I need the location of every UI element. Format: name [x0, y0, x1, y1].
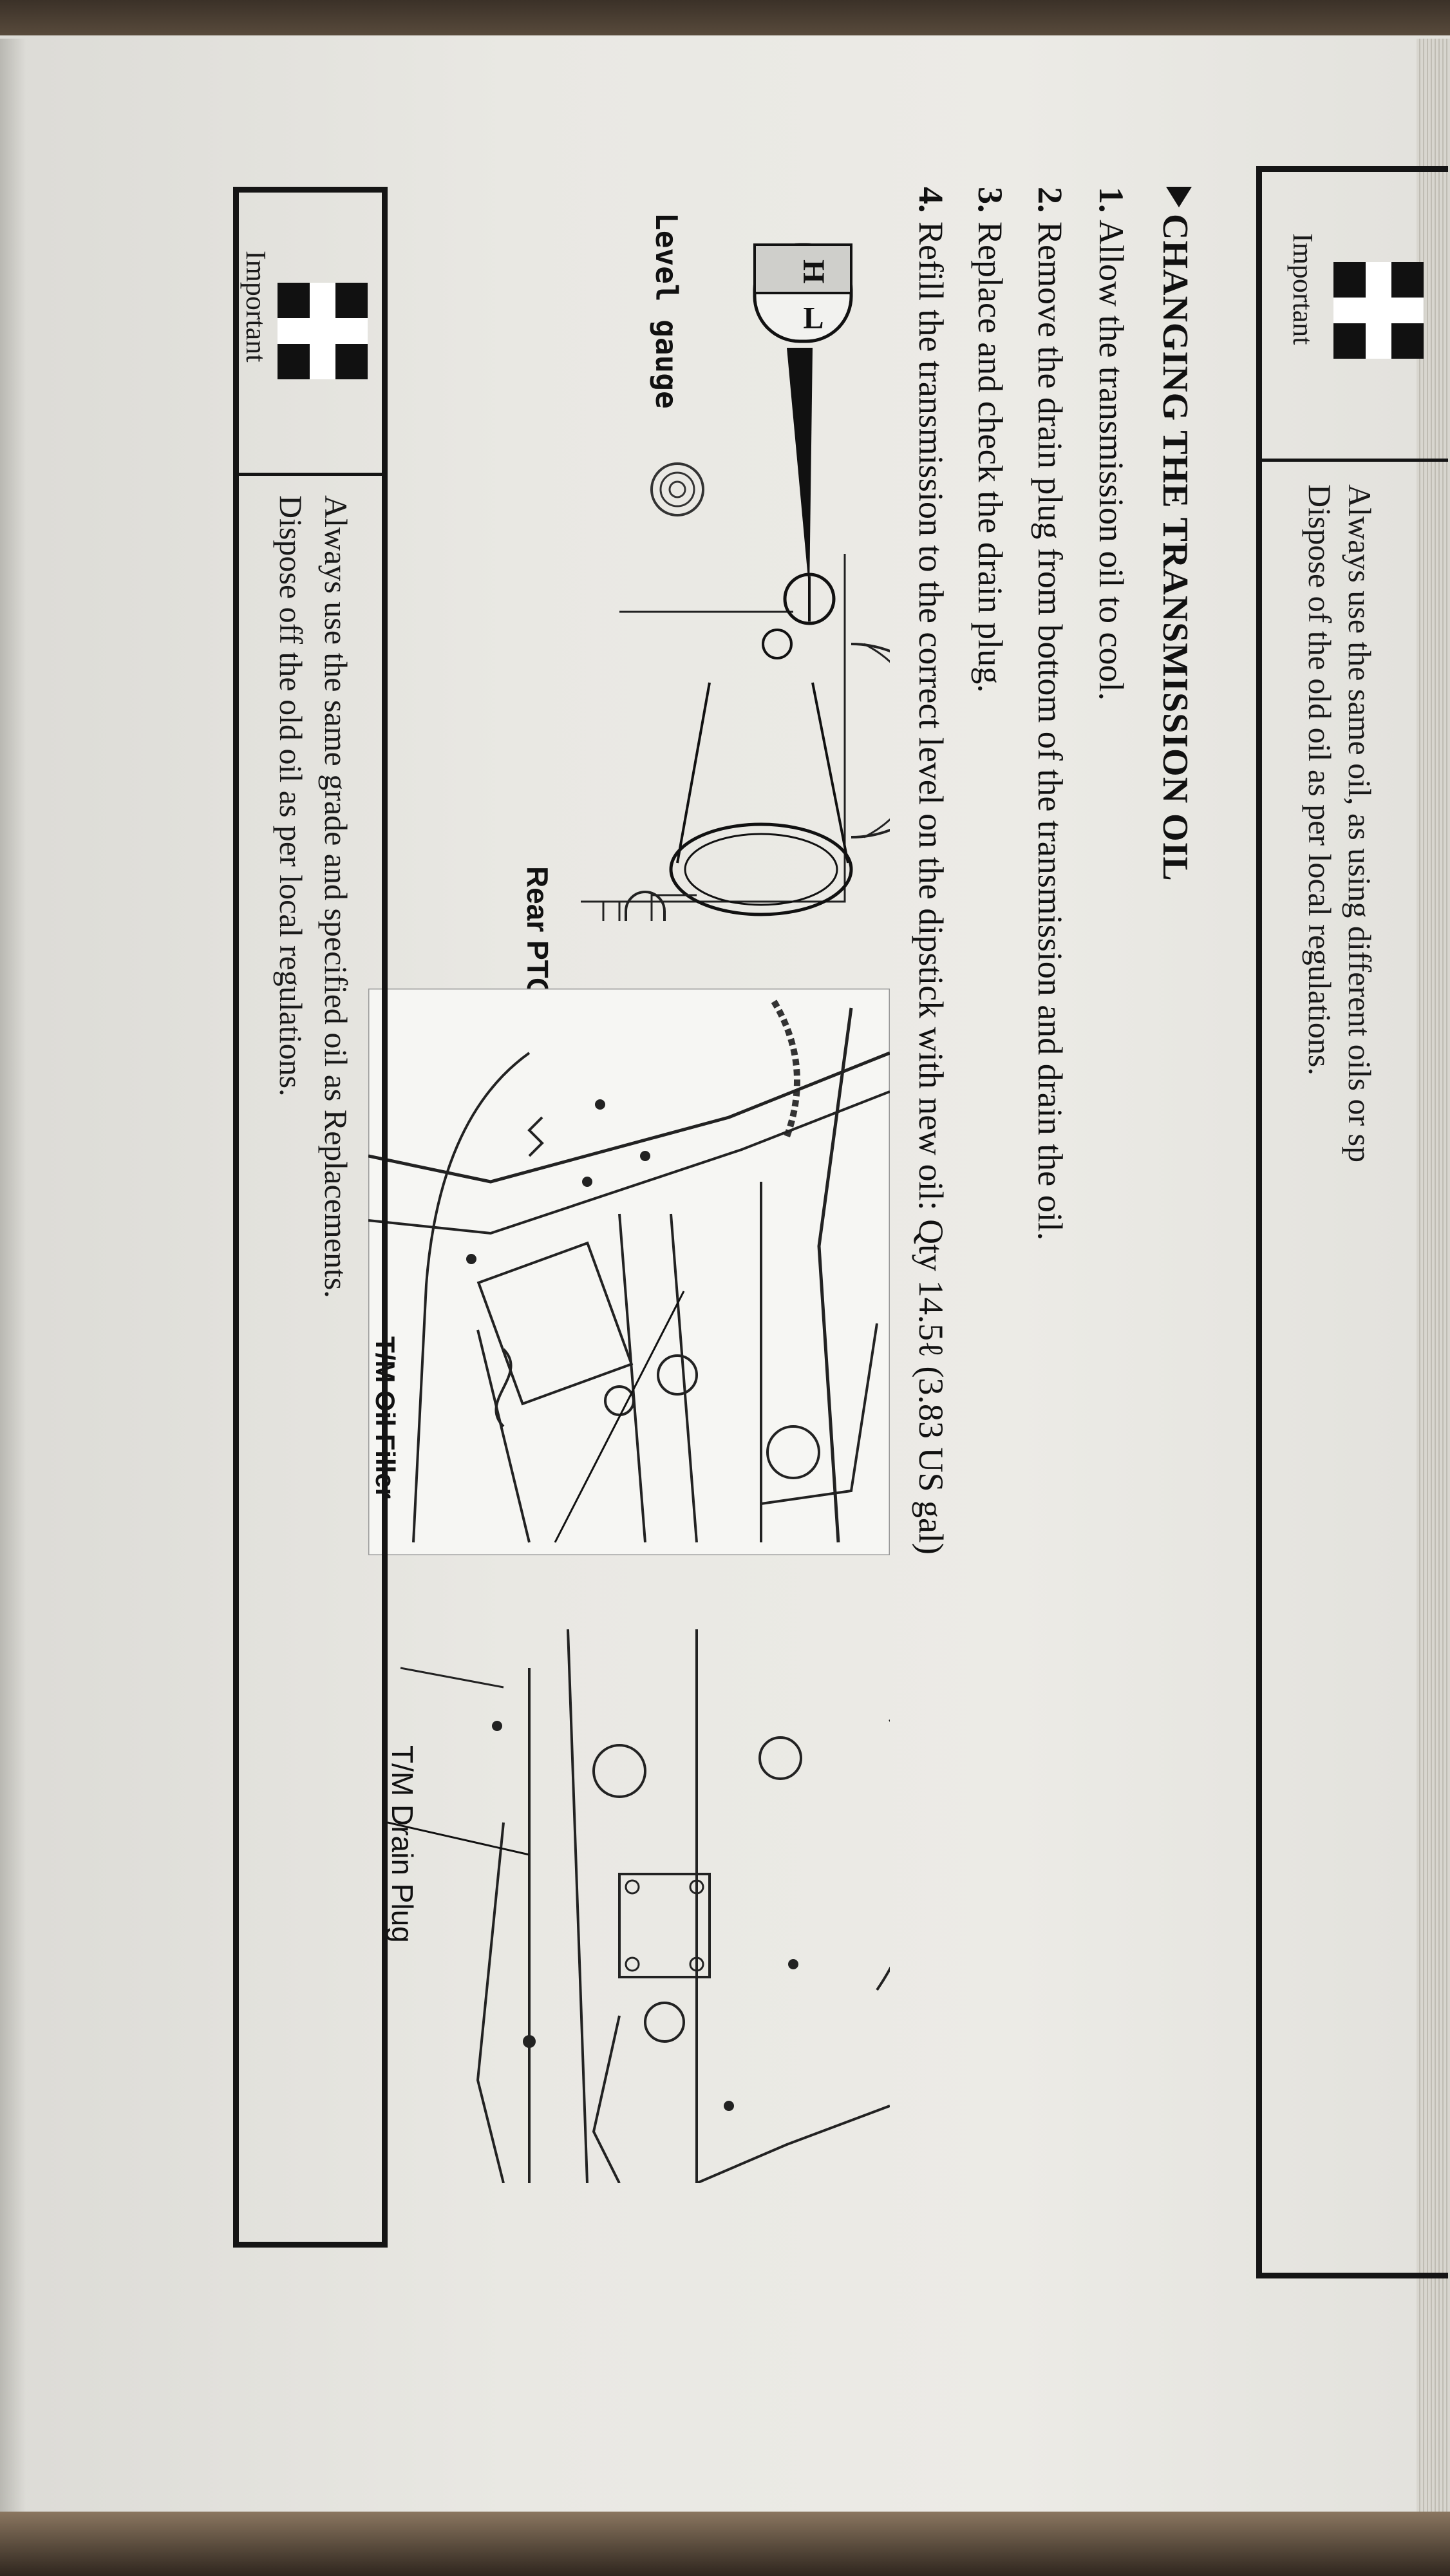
gauge-high-mark: H	[796, 260, 831, 284]
important-note-top: Important Always use the same oil, as us…	[1256, 166, 1448, 2278]
note-line-2: Dispose off the old oil as per local reg…	[273, 495, 309, 1097]
triangle-bullet-icon	[1166, 187, 1192, 207]
step-number: 4.	[912, 187, 950, 213]
page-gutter-shadow	[0, 39, 26, 2524]
drain-plug-drawing	[387, 1629, 924, 2184]
rear-pto-caption: Rear PTO	[521, 866, 554, 1001]
important-label: Important	[1287, 233, 1319, 345]
page-stack-edge	[1417, 39, 1450, 2524]
step-2: 2. Remove the drain plug from bottom of …	[1030, 187, 1070, 1240]
step-text: Replace and check the drain plug.	[971, 222, 1010, 693]
oil-filler-drawing	[367, 987, 891, 1557]
level-gauge-drawing	[581, 243, 956, 1022]
step-3: 3. Replace and check the drain plug.	[970, 187, 1010, 693]
figure-drain-plug: T/M Drain Plug	[386, 1629, 924, 2184]
step-number: 2.	[1031, 187, 1069, 213]
plus-warning-icon	[1333, 262, 1424, 359]
step-text: Allow the transmission oil to cool.	[1092, 220, 1131, 701]
note-divider	[239, 473, 382, 476]
step-text: Refill the transmission to the correct l…	[912, 222, 950, 1555]
important-note-bottom: Important Always use the same grade and …	[233, 187, 388, 2248]
step-4: 4. Refill the transmission to the correc…	[911, 187, 951, 1555]
note-line-1: Always use the same grade and specified …	[318, 495, 354, 1298]
step-number: 3.	[971, 187, 1010, 213]
important-label: Important	[240, 251, 272, 363]
figure-oil-filler: T/M Oil Filler	[367, 987, 891, 1557]
step-text: Remove the drain plug from bottom of the…	[1031, 222, 1069, 1241]
note-line-2: Dispose of the old oil as per local regu…	[1302, 484, 1338, 1075]
drain-plug-label: T/M Drain Plug	[386, 1745, 419, 1943]
section-heading: CHANGING THE TRANSMISSION OIL	[1154, 187, 1196, 882]
gauge-low-mark: L	[803, 301, 824, 336]
section-heading-text: CHANGING THE TRANSMISSION OIL	[1155, 214, 1195, 882]
photo-background-bottom	[0, 2512, 1450, 2576]
plus-warning-icon	[278, 283, 368, 379]
step-1: 1. Allow the transmission oil to cool.	[1091, 187, 1131, 701]
note-divider	[1262, 459, 1448, 462]
figure-level-gauge: H L Level gauge Rear PTO	[516, 193, 956, 1022]
level-gauge-label: Level gauge	[649, 213, 684, 409]
step-number: 1.	[1092, 187, 1131, 213]
note-line-1: Always use the same oil, as using differ…	[1342, 484, 1378, 1163]
